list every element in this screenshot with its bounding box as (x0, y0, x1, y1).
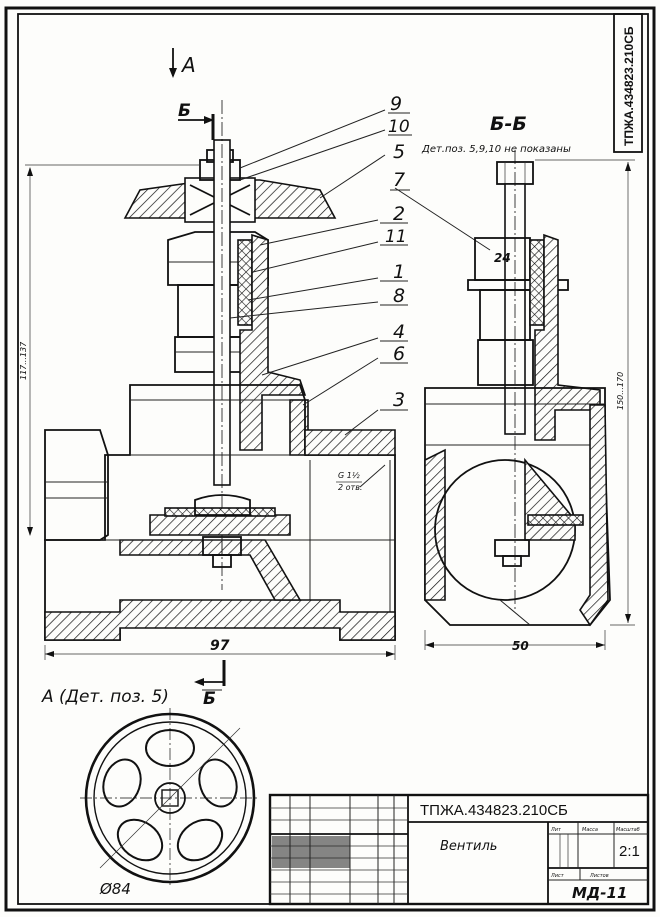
bottom-wall (44, 599, 396, 641)
section-seal (527, 514, 584, 526)
left-hex-end (44, 429, 109, 541)
callout-6: 6 (393, 343, 405, 365)
title-code: МД-11 (572, 884, 627, 902)
dim-width-main (44, 645, 396, 660)
callout-3: 3 (393, 389, 405, 411)
section-note: Дет.поз. 5,9,10 не показаны (421, 144, 571, 155)
thread-label: G 1½ (338, 471, 360, 480)
title-col-sheets: Листов (589, 873, 609, 879)
main-section-view (44, 100, 396, 641)
title-block (268, 793, 650, 906)
dim-height-right-text: 150...170 (616, 372, 625, 410)
callout-8: 8 (393, 285, 405, 307)
right-port-wall (304, 429, 396, 456)
bonnet-section (239, 233, 307, 451)
callout-11: 11 (385, 227, 407, 247)
side-stamp-text: ТПЖА.434823.210СБ (622, 26, 636, 146)
callout-7: 7 (393, 169, 405, 191)
callout-4: 4 (393, 321, 405, 343)
packing-rings (237, 239, 253, 326)
sheet-frame (4, 6, 656, 912)
title-designation: ТПЖА.434823.210СБ (420, 802, 568, 819)
thread-note: 2 отв. (338, 483, 362, 492)
dim-width-section-text: 50 (512, 639, 529, 653)
title-name: Вентиль (440, 839, 497, 854)
title-scale: 2:1 (619, 843, 640, 860)
dim-height-left-text: 117...137 (19, 341, 28, 380)
view-a-label: A (Дет. поз. 5) (41, 687, 169, 707)
section-packing (529, 239, 545, 326)
callout-leaders (229, 109, 491, 488)
callout-10: 10 (388, 117, 410, 137)
title-col-sheet: Лист (550, 873, 565, 879)
view-a-mark: Б (203, 689, 216, 709)
dim-nut-size: 24 (494, 251, 511, 265)
callout-1: 1 (393, 261, 405, 283)
title-col-scale: Масштаб (616, 827, 640, 833)
handwheel-top-view (80, 708, 260, 888)
dim-width-section (424, 630, 606, 650)
side-stamp-box (613, 13, 643, 153)
section-title: Б-Б (490, 113, 527, 135)
disc-seal (164, 507, 276, 517)
internal-partition (119, 539, 302, 601)
dim-wheel-diameter: Ø84 (99, 880, 131, 898)
valve-disc (149, 514, 291, 536)
section-bb-view (424, 150, 611, 627)
view-arrow-a-label: A (180, 53, 196, 77)
section-mark-arrow (204, 116, 214, 124)
view-arrow-a-head (169, 68, 177, 78)
dim-height-right (535, 159, 635, 626)
dim-height-left (25, 164, 200, 536)
callout-2: 2 (393, 203, 405, 225)
callout-5: 5 (393, 141, 405, 163)
dim-width-main-text: 97 (210, 638, 230, 654)
section-mark-top: Б (178, 101, 191, 121)
title-col-mass: Масса (582, 827, 598, 833)
title-col-lit: Лит (550, 827, 562, 833)
callout-9: 9 (390, 93, 402, 115)
